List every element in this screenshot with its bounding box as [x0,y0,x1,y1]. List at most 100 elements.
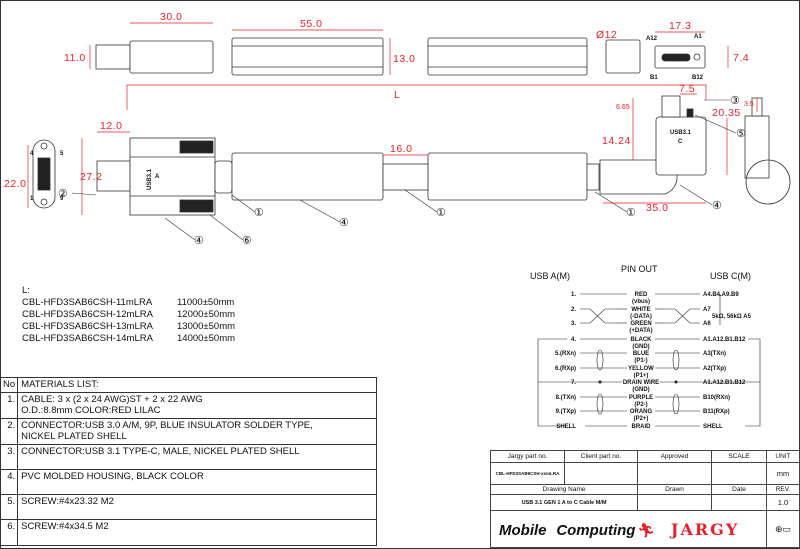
materials-row: 2.CONNECTOR:USB 3.0 A/M, 9P, BLUE INSULA… [0,418,377,445]
callout-3: ③ [730,95,740,107]
drawing-name-label: Drawing Name [490,484,638,495]
part-number: CBL-HFD3SAB6CSH-12mLRA [22,309,153,320]
logo-computing: Computing [556,521,636,539]
pinout-wire-color: GREEN [630,321,651,327]
usb-a-plug [96,160,131,192]
dim-c-height-total: 20.35 [712,107,741,119]
pinout-wire-signal: (GND) [632,344,649,350]
dim-a-side-height: 11.0 [64,52,86,64]
materials-header: MATERIALS LIST: [17,377,377,393]
pinout-wire-color: WHITE [631,307,650,313]
pin-label-4: 4 [30,151,34,157]
scale-label: SCALE [711,450,767,463]
pinout-right-pin: A2(TXp) [703,366,726,372]
length-title: L: [22,285,30,296]
dim-c-screw-h: 3.5 [744,101,754,108]
dim-cable-height: 13.0 [393,53,415,65]
item-description: CABLE: 3 x (2 x 24 AWG)ST + 2 x 22 AWG [21,394,203,405]
callout-5: ⑤ [736,128,746,140]
cable-length: 12000±50mm [177,309,236,320]
pinout-wire-color: RED [635,292,648,298]
item-no: 2. [0,418,19,445]
pinout-left-pin: 2. [571,307,576,313]
drawn-label: Drawn [637,484,712,495]
pin-label-9: 9 [60,196,64,202]
pinout-wire-signal: (+DATA) [629,328,652,334]
item-description: CONNECTOR:USB 3.1 TYPE-C, MALE, NICKEL P… [21,446,300,457]
pinout-left-pin: 8.(TXn) [556,395,576,401]
logo-jargy: JARGY [670,519,740,539]
callout-6: ⑥ [242,235,252,247]
dim-c-housing-h: 14.24 [602,135,631,147]
jargy-part-label: Jargy part no. [490,450,565,463]
cable-length: 14000±50mm [177,333,236,344]
callout-4: ④ [712,200,722,212]
client-part-label: Client part no. [564,450,638,463]
dim-a-side-length: 30.0 [160,11,182,23]
dim-c-diameter: Ø12 [596,29,617,41]
usb-a-mark: USB3.1 [147,168,153,190]
pinout-right-pin: SHELL [703,424,723,430]
drawn-value [637,494,712,511]
pin-label-a12: A12 [646,36,658,42]
screw-top [179,140,214,154]
pinout-resistor-note: 5kΩ, 56kΩ A5 [712,314,752,320]
pinout-right-pin: A1.A12.B1.B12 [703,380,746,386]
usb-c-letter: C [678,139,683,145]
pin-label-b12: B12 [692,75,704,81]
pinout-right-pin: A7 [703,307,711,313]
approved-value [637,462,712,485]
pinout-left-pin: 1. [571,292,576,298]
pinout-right-pin: A1.A12.B1.B12 [703,337,746,343]
scale-value [711,462,767,485]
pinout-wire-signal: (P1-) [634,358,647,364]
pinout-diagram: PIN OUT USB A(M) USB C(M) 5kΩ, 56kΩ A5 1… [530,264,761,430]
pinout-wire-color: PURPLE [629,395,653,401]
dim-c-offset-top: 6.65 [616,104,630,111]
callout-4: ④ [339,217,349,229]
callout-1: ① [436,207,446,219]
usb-a-plug-side [95,44,131,70]
pinout-left-pin: 6.(RXp) [555,366,576,372]
unit-value: mm [766,462,800,485]
pinout-wire-color: DRAIN WIRE [623,380,659,386]
pinout-right-pin: B11(RXp) [703,409,730,415]
pinout-left-pin: 5.(RXn) [555,351,576,357]
callout-2: ② [58,188,68,200]
dim-c-screw-w: 7.5 [679,83,695,95]
screw-bottom [179,199,214,213]
running-man-icon: 🏃︎ [637,521,656,538]
callout-1: ① [626,207,636,219]
materials-row: 3.CONNECTOR:USB 3.1 TYPE-C, MALE, NICKEL… [0,444,377,470]
pin-label-1: 1 [30,196,34,202]
item-no: 3. [0,444,19,470]
materials-row: 6.SCREW:#4x34.5 M2 [0,519,377,546]
pinout-right-pin: A4.B4.A9.B9 [703,292,739,298]
pinout-left-pin: 9.(TXp) [556,409,576,415]
item-no: 4. [0,469,19,495]
pinout-right-pin: B10(RXn) [703,395,730,401]
dim-a-plug-length: 12.0 [100,120,122,132]
pinout-wire-signal: (P2+) [634,416,649,422]
item-no: 6. [0,519,19,546]
item-no: 1. [0,392,19,419]
cable-segment-2 [427,152,588,201]
length-row: CBL-HFD3SAB6CSH-12mLRA 12000±50mm [22,309,235,321]
pinout-wire-color: BLACK [631,337,653,343]
pin-label-5: 5 [60,151,64,157]
pinout-left-pin: SHELL [556,424,576,430]
item-description: CONNECTOR:USB 3.0 A/M, 9P, BLUE INSULATO… [21,420,313,431]
pinout-wire-color: BLUE [633,351,649,357]
drawing-name-value: USB 3.1 GEN 1 A to C Cable M/M [490,494,638,511]
title-block: Jargy part no. Client part no. Approved … [490,450,800,548]
pin-label-b1: B1 [650,75,658,81]
materials-row: 4.PVC MOLDED HOUSING, BLACK COLOR [0,469,377,495]
rev-label: REV. [766,484,800,495]
pinout-left-title: USB A(M) [530,271,570,281]
